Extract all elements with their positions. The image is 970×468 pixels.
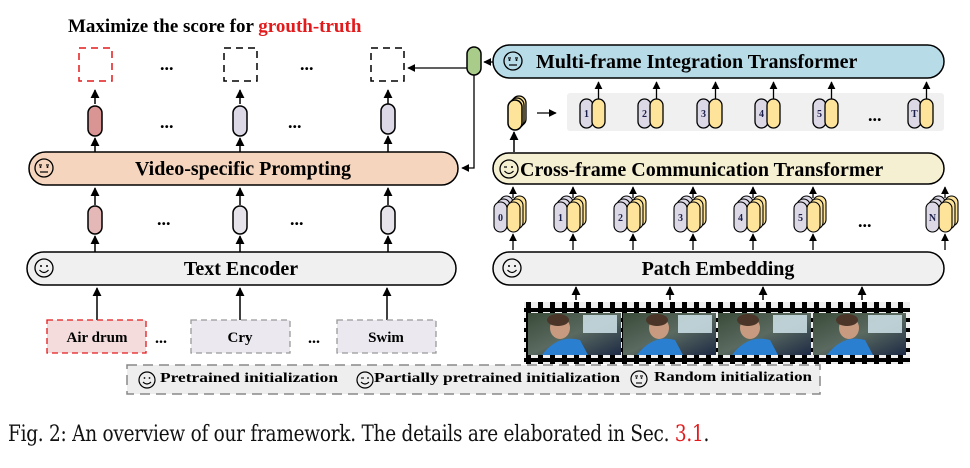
patch-token-label: N xyxy=(929,213,937,224)
frame-token-pair: 5 xyxy=(812,81,839,129)
frame-token-label: 1 xyxy=(584,109,589,120)
stacked-frame-token xyxy=(507,95,527,131)
patch-token-stack: 3 xyxy=(673,186,707,250)
section-reference-link[interactable]: 3.1 xyxy=(674,422,704,447)
class-label-cry: Cry xyxy=(190,319,291,354)
patch-token-label: 0 xyxy=(498,213,503,224)
frame-token-label: 5 xyxy=(817,109,822,120)
ellipsis: ... xyxy=(308,330,320,347)
patch-token-stack: 5 xyxy=(793,186,827,250)
patch-token-label: 1 xyxy=(558,213,563,224)
frame-token-pair: T xyxy=(907,81,934,129)
ellipsis: ... xyxy=(157,209,171,229)
ellipsis: ... xyxy=(858,211,872,231)
svg-text:Cry: Cry xyxy=(228,330,253,346)
svg-text:Air drum: Air drum xyxy=(67,330,128,346)
frame-token-pair: 1 xyxy=(579,81,606,129)
random-init-icon xyxy=(630,370,648,388)
ellipsis: ... xyxy=(160,54,174,74)
framework-diagram: Maximize the score for grouth-truth ... … xyxy=(26,16,959,395)
caption-period: . xyxy=(703,422,710,447)
block-label: Video-specific Prompting xyxy=(135,158,351,180)
pretrained-init-icon xyxy=(34,258,54,278)
text-encoder-block: Text Encoder xyxy=(26,251,457,286)
pretrained-init-icon xyxy=(138,371,156,389)
svg-text:Swim: Swim xyxy=(368,330,404,346)
video-cls-token xyxy=(466,46,482,76)
random-init-icon xyxy=(34,158,54,178)
patch-token-stack: 0 xyxy=(493,186,527,250)
legend-partial-label: Partially pretrained initialization xyxy=(374,371,620,386)
score-box xyxy=(223,47,258,82)
patch-token-label: 3 xyxy=(678,213,683,224)
gt-prompted-token xyxy=(87,105,103,137)
patch-token-stack: 2 xyxy=(613,186,647,250)
init-legend: Pretrained initialization Partially pret… xyxy=(126,364,821,395)
frame-token-pair: 4 xyxy=(754,81,781,129)
patch-token-label: 4 xyxy=(738,213,743,224)
ellipsis: ... xyxy=(288,112,302,132)
class-label-air-drum: Air drum xyxy=(46,319,147,354)
frame-token-label: 2 xyxy=(642,109,647,120)
objective-heading: Maximize the score for grouth-truth xyxy=(68,16,362,37)
video-frame xyxy=(718,313,811,355)
pretrained-init-icon xyxy=(502,258,522,278)
frame-token-label: 3 xyxy=(701,109,706,120)
score-box xyxy=(370,47,405,82)
caption-text: Fig. 2: An overview of our framework. Th… xyxy=(8,422,675,447)
cross-frame-communication-transformer-block: Cross-frame Communication Transformer xyxy=(492,152,945,185)
video-film-strip xyxy=(524,302,910,364)
frame-token-pair: 2 xyxy=(637,81,664,129)
video-specific-prompting-block: Video-specific Prompting xyxy=(28,151,459,186)
prompted-token xyxy=(232,105,248,137)
video-frame xyxy=(528,313,621,355)
ellipsis: ... xyxy=(155,330,167,347)
partial-pretrained-init-icon xyxy=(356,371,374,389)
patch-token-stack: N xyxy=(925,186,959,250)
block-label: Patch Embedding xyxy=(642,258,795,280)
text-embedding xyxy=(380,205,396,235)
patch-embedding-block: Patch Embedding xyxy=(492,251,945,286)
frame-token-row: 1 2 3 4 5 T xyxy=(579,81,934,129)
partial-pretrained-init-icon xyxy=(499,159,519,179)
frame-token-label: T xyxy=(911,109,918,120)
gt-score-box xyxy=(78,47,113,82)
block-label: Multi-frame Integration Transformer xyxy=(536,51,858,73)
patch-token-label: 5 xyxy=(798,213,803,224)
patch-token-label: 2 xyxy=(618,213,623,224)
arrow xyxy=(461,75,475,172)
patch-token-stack: 4 xyxy=(733,186,767,250)
text-embedding xyxy=(232,205,248,235)
patch-token-stack: 1 xyxy=(553,186,587,250)
patch-token-row: 0 1 2 3 4 5 N xyxy=(493,186,959,250)
frame-token-pair: 3 xyxy=(696,81,723,129)
class-label-swim: Swim xyxy=(336,319,437,354)
block-label: Cross-frame Communication Transformer xyxy=(520,159,883,181)
video-frame xyxy=(813,313,906,355)
block-label: Text Encoder xyxy=(184,258,298,280)
legend-pretrained-label: Pretrained initialization xyxy=(160,371,338,386)
ellipsis: ... xyxy=(290,209,304,229)
prompted-token xyxy=(380,103,396,135)
legend-random-label: Random initialization xyxy=(654,370,812,385)
ellipsis: ... xyxy=(868,105,882,125)
multi-frame-integration-transformer-block: Multi-frame Integration Transformer xyxy=(492,44,945,79)
random-init-icon xyxy=(503,51,523,71)
frame-token-label: 4 xyxy=(759,109,764,120)
ellipsis: ... xyxy=(300,54,314,74)
ellipsis: ... xyxy=(160,112,174,132)
video-frame xyxy=(623,313,716,355)
gt-text-embedding xyxy=(87,205,103,235)
figure-caption: Fig. 2: An overview of our framework. Th… xyxy=(8,422,709,447)
